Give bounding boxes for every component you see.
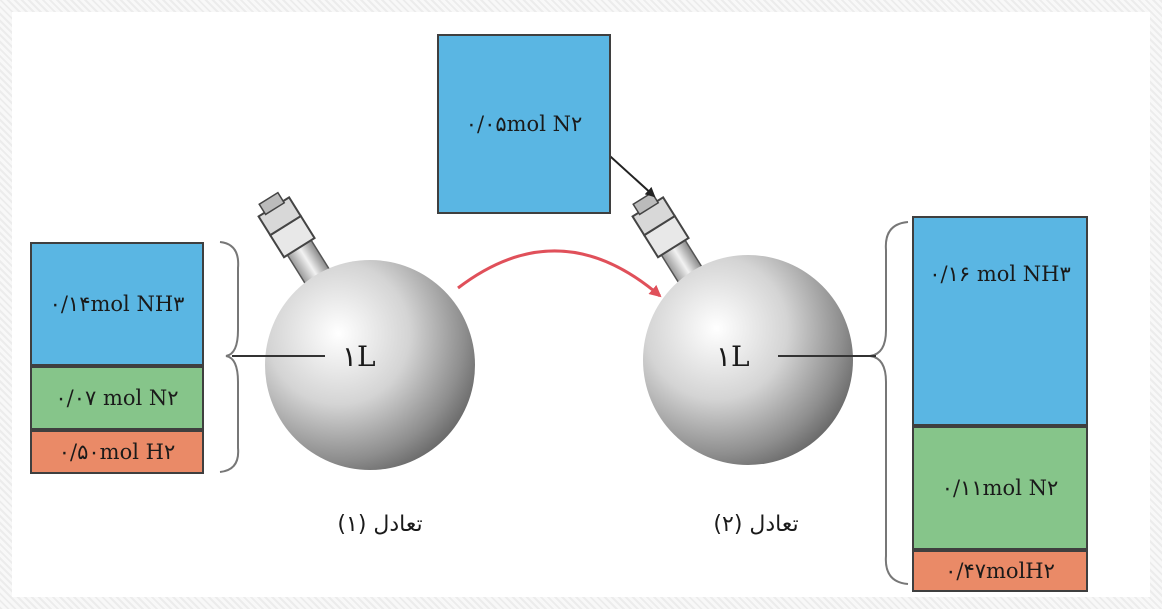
flask-2 <box>631 191 853 465</box>
added-n2-label: ۰/۰۵mol N۲ <box>465 112 583 136</box>
flask-2-sphere <box>643 255 853 465</box>
right-brace <box>869 221 909 585</box>
flask-2-neck <box>631 191 706 287</box>
left-brace <box>219 241 240 473</box>
flask-1-volume-label: ۱L <box>342 340 376 373</box>
eq1-n2-box: ۰/۰۷ mol N۲ <box>30 366 204 430</box>
eq2-n2-box: ۰/۱۱mol N۲ <box>912 426 1088 550</box>
flask-1 <box>257 191 475 470</box>
transition-arrow <box>457 249 662 298</box>
eq2-h2-box: ۰/۴۷molH۲ <box>912 550 1088 592</box>
added-n2-box: ۰/۰۵mol N۲ <box>437 34 611 214</box>
eq2-n2-label: ۰/۱۱mol N۲ <box>941 476 1059 500</box>
eq1-nh3-label: ۰/۱۴mol NH۳ <box>49 292 185 316</box>
eq2-nh3-box: ۰/۱۶ mol NH۳ <box>912 216 1088 426</box>
eq2-h2-label: ۰/۴۷molH۲ <box>945 559 1055 583</box>
eq2-caption: تعادل (۲) <box>713 512 799 537</box>
eq1-h2-label: ۰/۵۰mol H۲ <box>58 440 176 464</box>
flask-1-sphere <box>265 260 475 470</box>
eq1-nh3-box: ۰/۱۴mol NH۳ <box>30 242 204 366</box>
eq1-caption: تعادل (۱) <box>337 512 423 537</box>
eq1-h2-box: ۰/۵۰mol H۲ <box>30 430 204 474</box>
flask-1-neck <box>257 191 332 287</box>
eq2-nh3-label: ۰/۱۶ mol NH۳ <box>929 262 1071 286</box>
eq1-n2-label: ۰/۰۷ mol N۲ <box>55 386 179 410</box>
flask-2-volume-label: ۱L <box>716 340 750 373</box>
